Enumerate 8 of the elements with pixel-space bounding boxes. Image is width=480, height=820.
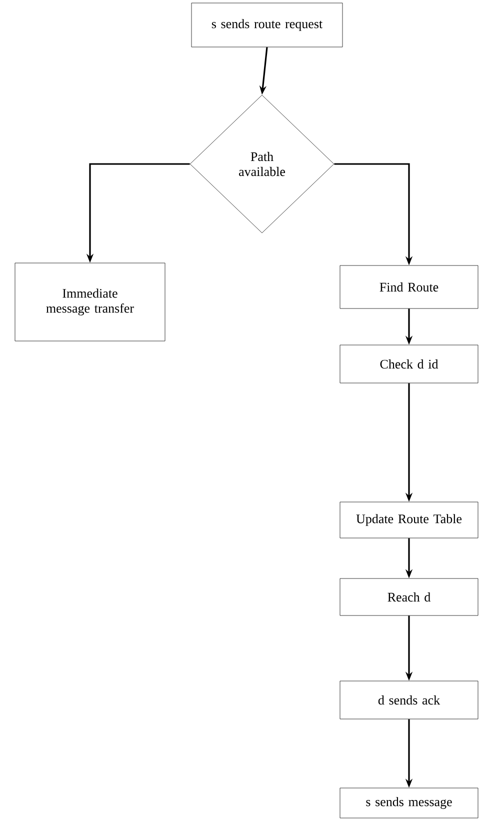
process-box: d sends ack	[340, 680, 478, 720]
process-box: Reach d	[340, 578, 478, 616]
process-box: s sends message	[340, 788, 478, 818]
process-box: Immediate message transfer	[14, 262, 166, 342]
process-box: s sends route request	[191, 2, 343, 48]
process-box: Update Route Table	[340, 502, 478, 538]
process-box: Find Route	[340, 265, 478, 309]
process-box: Check d id	[340, 344, 478, 384]
